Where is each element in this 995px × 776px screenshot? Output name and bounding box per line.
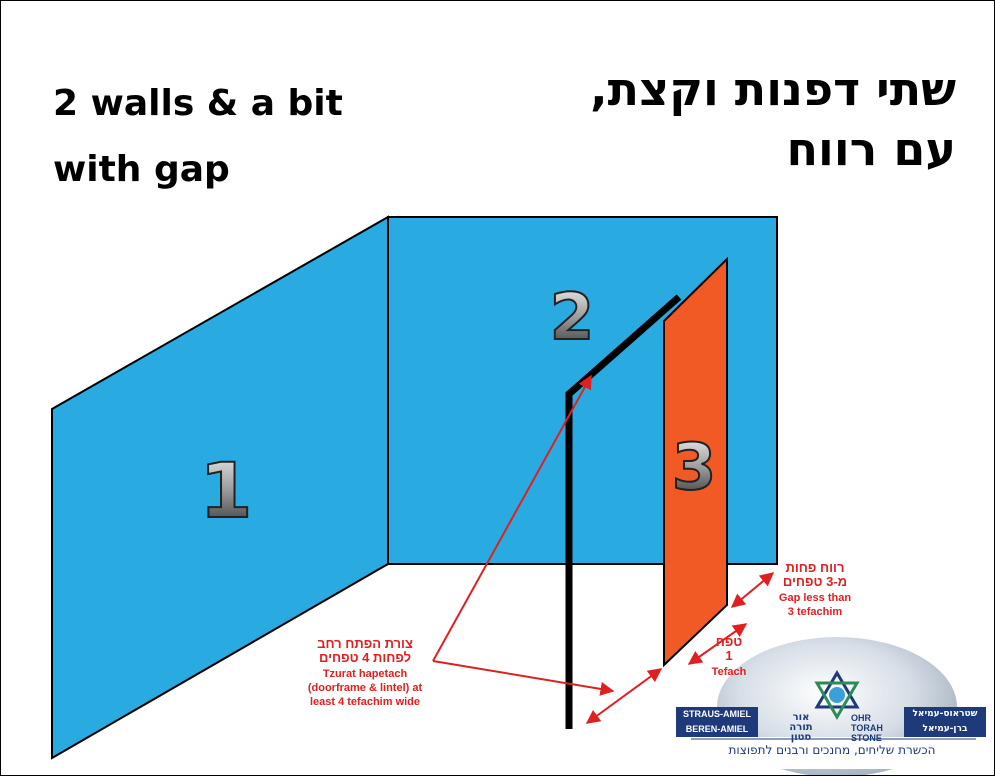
wall-1-number: 1 bbox=[200, 446, 253, 535]
logo-tagline: הכשרת שליחים, מחנכים ורבנים לתפוצות bbox=[728, 743, 936, 757]
doorframe-label-he-line2: לפחות 4 טפחים bbox=[318, 650, 412, 665]
logo-ots-hebrew-line2: תורה bbox=[789, 722, 813, 733]
doorframe-label-en-line3: least 4 tefachim wide bbox=[309, 696, 421, 708]
title-english-line1: 2 walls & a bit bbox=[53, 83, 343, 124]
logo-org-english-line2: BEREN-AMIEL bbox=[685, 724, 749, 734]
logo-ots-english-line1: OHR bbox=[851, 713, 871, 723]
logo-ots-english-line3: STONE bbox=[851, 733, 882, 743]
title-english-line2: with gap bbox=[53, 149, 230, 190]
gap-label-he-line1: רווח פחות bbox=[785, 560, 845, 575]
title-hebrew-line1: שתי דפנות וקצת, bbox=[590, 62, 956, 116]
doorframe-width-arrow bbox=[585, 668, 663, 724]
logo-ots-hebrew-line3: סטון bbox=[790, 732, 812, 743]
logo-org-english: STRAUS-AMIEL BEREN-AMIEL bbox=[676, 707, 758, 737]
wall-2-number: 2 bbox=[550, 281, 595, 355]
logo-org-hebrew-line2: ברן-עמיאל bbox=[922, 724, 968, 734]
doorframe bbox=[565, 294, 682, 729]
doorframe-pointer-arrow-right bbox=[432, 660, 615, 696]
wall-3-number: 3 bbox=[672, 431, 717, 505]
gap-label-en-line1: Gap less than bbox=[778, 592, 852, 604]
doorframe-pointer-arrow-up bbox=[432, 374, 592, 662]
gap-label-he-line2: מ-3 טפחים bbox=[782, 574, 848, 589]
gap-width-arrow bbox=[730, 572, 775, 608]
logo-emblem bbox=[677, 637, 985, 775]
doorframe-label: צורת הפתח רחב לפחות 4 טפחים Tzurat hapet… bbox=[289, 637, 441, 709]
wall-3 bbox=[663, 256, 728, 668]
tefach-width-arrow bbox=[687, 623, 748, 665]
logo-ots-hebrew-line1: אור bbox=[792, 712, 810, 723]
logo-ots-hebrew: אור תורה סטון bbox=[781, 713, 821, 743]
logo-ots-english-line2: TORAH bbox=[851, 723, 883, 733]
title-hebrew-line2: עם רווח bbox=[786, 122, 956, 176]
doorframe-label-en-line1: Tzurat hapetach bbox=[322, 668, 408, 680]
logo-org-hebrew: שטראוס-עמיאל ברן-עמיאל bbox=[904, 707, 986, 737]
gap-label: רווח פחות מ-3 טפחים Gap less than 3 tefa… bbox=[771, 561, 859, 619]
doorframe-label-he-line1: צורת הפתח רחב bbox=[317, 636, 413, 651]
logo-ots-english: OHR TORAH STONE bbox=[851, 713, 897, 743]
tefach-label-he-line1: טפח bbox=[715, 634, 743, 649]
tefach-label: טפח 1 Tefach bbox=[701, 635, 757, 679]
title-english: 2 walls & a bit with gap bbox=[53, 71, 393, 203]
doorframe-label-en-line2: (doorframe & lintel) at bbox=[307, 682, 423, 694]
wall-1 bbox=[51, 215, 389, 760]
tefach-label-he-line2: 1 bbox=[725, 648, 733, 663]
title-hebrew: שתי דפנות וקצת, עם רווח bbox=[496, 59, 956, 179]
tefach-label-en: Tefach bbox=[711, 666, 747, 678]
logo-org-english-line1: STRAUS-AMIEL bbox=[683, 709, 751, 719]
gap-label-en-line2: 3 tefachim bbox=[787, 606, 843, 618]
logo-org-hebrew-line1: שטראוס-עמיאל bbox=[912, 709, 978, 719]
